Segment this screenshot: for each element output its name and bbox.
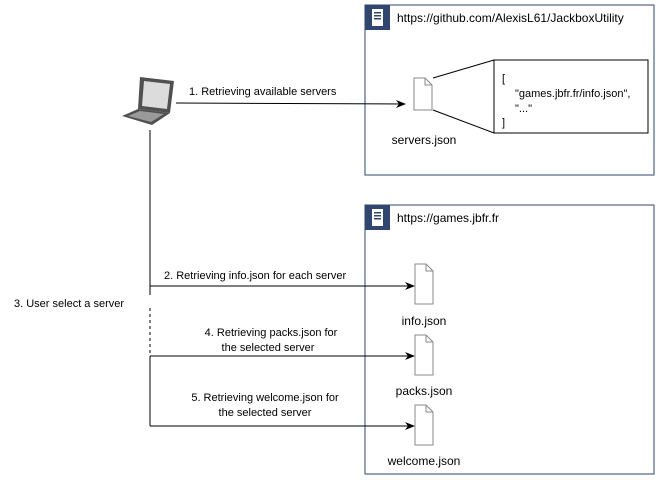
step-1-arrow: 1. Retrieving available servers xyxy=(175,86,406,108)
document-icon xyxy=(414,263,434,305)
document-icon xyxy=(414,334,434,376)
packs-json-label: packs.json xyxy=(396,384,453,398)
document-icon xyxy=(414,404,434,446)
callout-item-1: "games.jbfr.fr/info.json", xyxy=(515,88,630,100)
github-server-group: https://github.com/AlexisL61/JackboxUtil… xyxy=(364,4,655,176)
step-4-label-line2: the selected server xyxy=(222,342,315,354)
servers-json-callout: [ "games.jbfr.fr/info.json", "..." ] xyxy=(432,59,649,134)
step-2-arrow: 2. Retrieving info.json for each server xyxy=(150,270,415,290)
step-5-label-line1: 5. Retrieving welcome.json for xyxy=(191,392,339,404)
servers-json-label: servers.json xyxy=(392,133,457,147)
step-4-label-line1: 4. Retrieving packs.json for xyxy=(205,327,338,339)
welcome-json-label: welcome.json xyxy=(387,454,461,468)
step-1-label: 1. Retrieving available servers xyxy=(189,86,337,98)
server-icon xyxy=(365,5,390,30)
callout-close-bracket: ] xyxy=(502,117,505,129)
github-url: https://github.com/AlexisL61/JackboxUtil… xyxy=(397,11,624,25)
step-2-label: 2. Retrieving info.json for each server xyxy=(164,270,347,282)
step-5-label-line2: the selected server xyxy=(219,407,312,419)
callout-item-2: "..." xyxy=(515,103,532,115)
callout-open-bracket: [ xyxy=(502,73,505,85)
step-5-arrow: 5. Retrieving welcome.json for the selec… xyxy=(150,392,415,430)
games-server-group: https://games.jbfr.fr xyxy=(364,204,655,475)
step-4-arrow: 4. Retrieving packs.json for the selecte… xyxy=(150,327,415,360)
info-json-label: info.json xyxy=(402,314,447,328)
laptop-icon xyxy=(122,77,174,125)
document-icon xyxy=(413,77,433,111)
server-icon xyxy=(365,205,390,230)
step-3-label: 3. User select a server xyxy=(14,298,124,310)
games-url: https://games.jbfr.fr xyxy=(397,211,499,225)
